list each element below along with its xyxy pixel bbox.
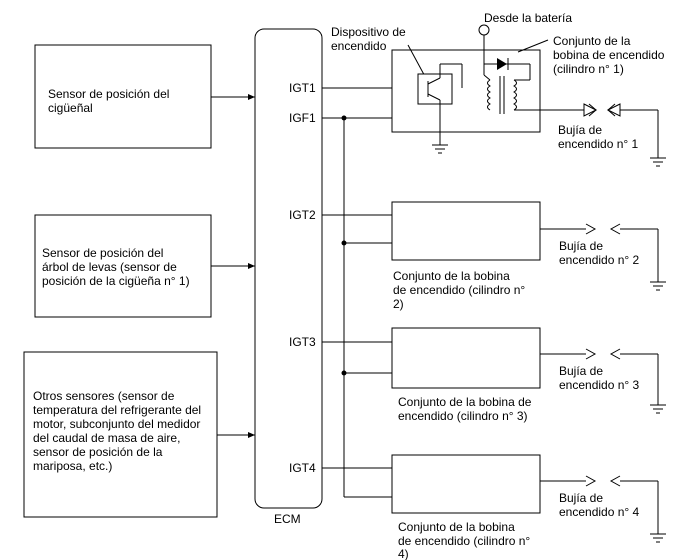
- coil1-leader-line: [517, 39, 549, 53]
- coil3-box: [391, 327, 541, 389]
- spark-plug-2-icon-a: [585, 223, 597, 235]
- plug3-label: Bujía de encendido n° 3: [559, 364, 640, 392]
- plug2-label: Bujía de encendido n° 2: [559, 239, 640, 267]
- spark-plug-4-icon-a: [585, 475, 597, 487]
- ground-icon-plug2: [650, 281, 666, 291]
- ecm-label: ECM: [274, 512, 301, 526]
- plug1-label: Bujía de encendido n° 1: [558, 123, 639, 151]
- igf-junction-2: [341, 240, 347, 246]
- coil3-label: Conjunto de la bobina de encendido (cili…: [398, 395, 535, 423]
- igniter-block: [417, 73, 453, 105]
- ecm-box: [254, 28, 323, 509]
- battery-terminal-icon: [478, 24, 490, 36]
- coil1-box: [391, 49, 541, 133]
- transistor-collector: [427, 77, 441, 85]
- ground-icon-plug1: [650, 157, 666, 167]
- pin-igt4: IGT4: [289, 461, 316, 475]
- pin-igt1: IGT1: [289, 81, 316, 95]
- pin-igt3: IGT3: [289, 335, 316, 349]
- ground-icon-igniter: [432, 144, 448, 154]
- igf-junction-3: [341, 370, 347, 376]
- battery-label: Desde la batería: [484, 11, 572, 25]
- coil4-label: Conjunto de la bobina de encendido (cili…: [398, 520, 534, 560]
- coil2-label: Conjunto de la bobina de encendido (cili…: [393, 269, 529, 311]
- coil-feed-link: [483, 74, 491, 81]
- other-sensors-box: [23, 351, 218, 518]
- igf-junction-1: [341, 115, 347, 121]
- pin-igt2: IGT2: [289, 208, 316, 222]
- spark-plug-1-detail: [588, 103, 616, 117]
- crank-sensor-box: [34, 44, 212, 149]
- igniter-label: Dispositivo de encendido: [331, 25, 409, 53]
- spark-plug-3-icon-a: [585, 348, 597, 360]
- transistor-emitter: [427, 93, 441, 101]
- primary-winding-icon: [487, 79, 491, 111]
- crank-sensor-label: Sensor de posición del cigüeñal: [48, 87, 173, 115]
- spark-plug-3-icon-b: [609, 348, 621, 360]
- secondary-winding-icon: [513, 79, 517, 111]
- coil2-box: [391, 201, 541, 261]
- coil1-label: Conjunto de la bobina de encendido (cili…: [553, 34, 668, 76]
- coil4-box: [391, 454, 541, 514]
- ground-icon-plug3: [650, 404, 666, 414]
- spark-plug-4-icon-b: [609, 475, 621, 487]
- plug4-label: Bujía de encendido n° 4: [559, 491, 640, 519]
- cam-sensor-label: Sensor de posición del árbol de levas (s…: [42, 246, 190, 288]
- diode-icon: [497, 58, 507, 70]
- spark-plug-2-icon-b: [609, 223, 621, 235]
- ground-icon-plug4: [650, 533, 666, 543]
- other-sensors-label: Otros sensores (sensor de temperatura de…: [33, 389, 204, 473]
- spark-plug-1-icon-b: [606, 103, 621, 117]
- spark-plug-1-icon-a: [583, 103, 598, 117]
- pin-igf1: IGF1: [289, 111, 316, 125]
